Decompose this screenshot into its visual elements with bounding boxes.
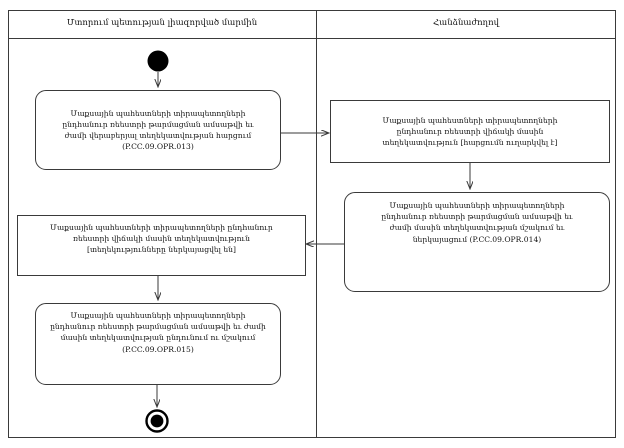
object-node-request-sent-label: Մաքսային պահեստների տիրապետողների ընդհան… [382,115,558,148]
lane-header-left: Մտորում պետության լիազորված մարմին [66,18,258,28]
activity-node-opr-015[interactable] [35,303,281,385]
activity-node-opr-014[interactable] [344,192,610,292]
initial-node [147,50,169,72]
object-node-info-presented-label: Մաքսային պահեստների տիրապետողների ընդհան… [50,223,273,255]
object-node-info-presented[interactable] [17,215,306,276]
activity-node-opr-014-label: Մաքսային պահեստների տիրապետողների ընդհան… [381,201,573,244]
lane-header-right: Հանձնաժողով [433,18,499,28]
final-node-inner-dot [150,414,164,428]
object-node-request-sent[interactable] [330,100,610,163]
activity-node-opr-013[interactable] [35,90,281,170]
activity-node-opr-015-label: Մաքսային պահեստների տիրապետողների ընդհան… [50,311,266,354]
activity-node-opr-013-label: Մաքսային պահեստների տիրապետողների ընդհան… [62,108,254,152]
